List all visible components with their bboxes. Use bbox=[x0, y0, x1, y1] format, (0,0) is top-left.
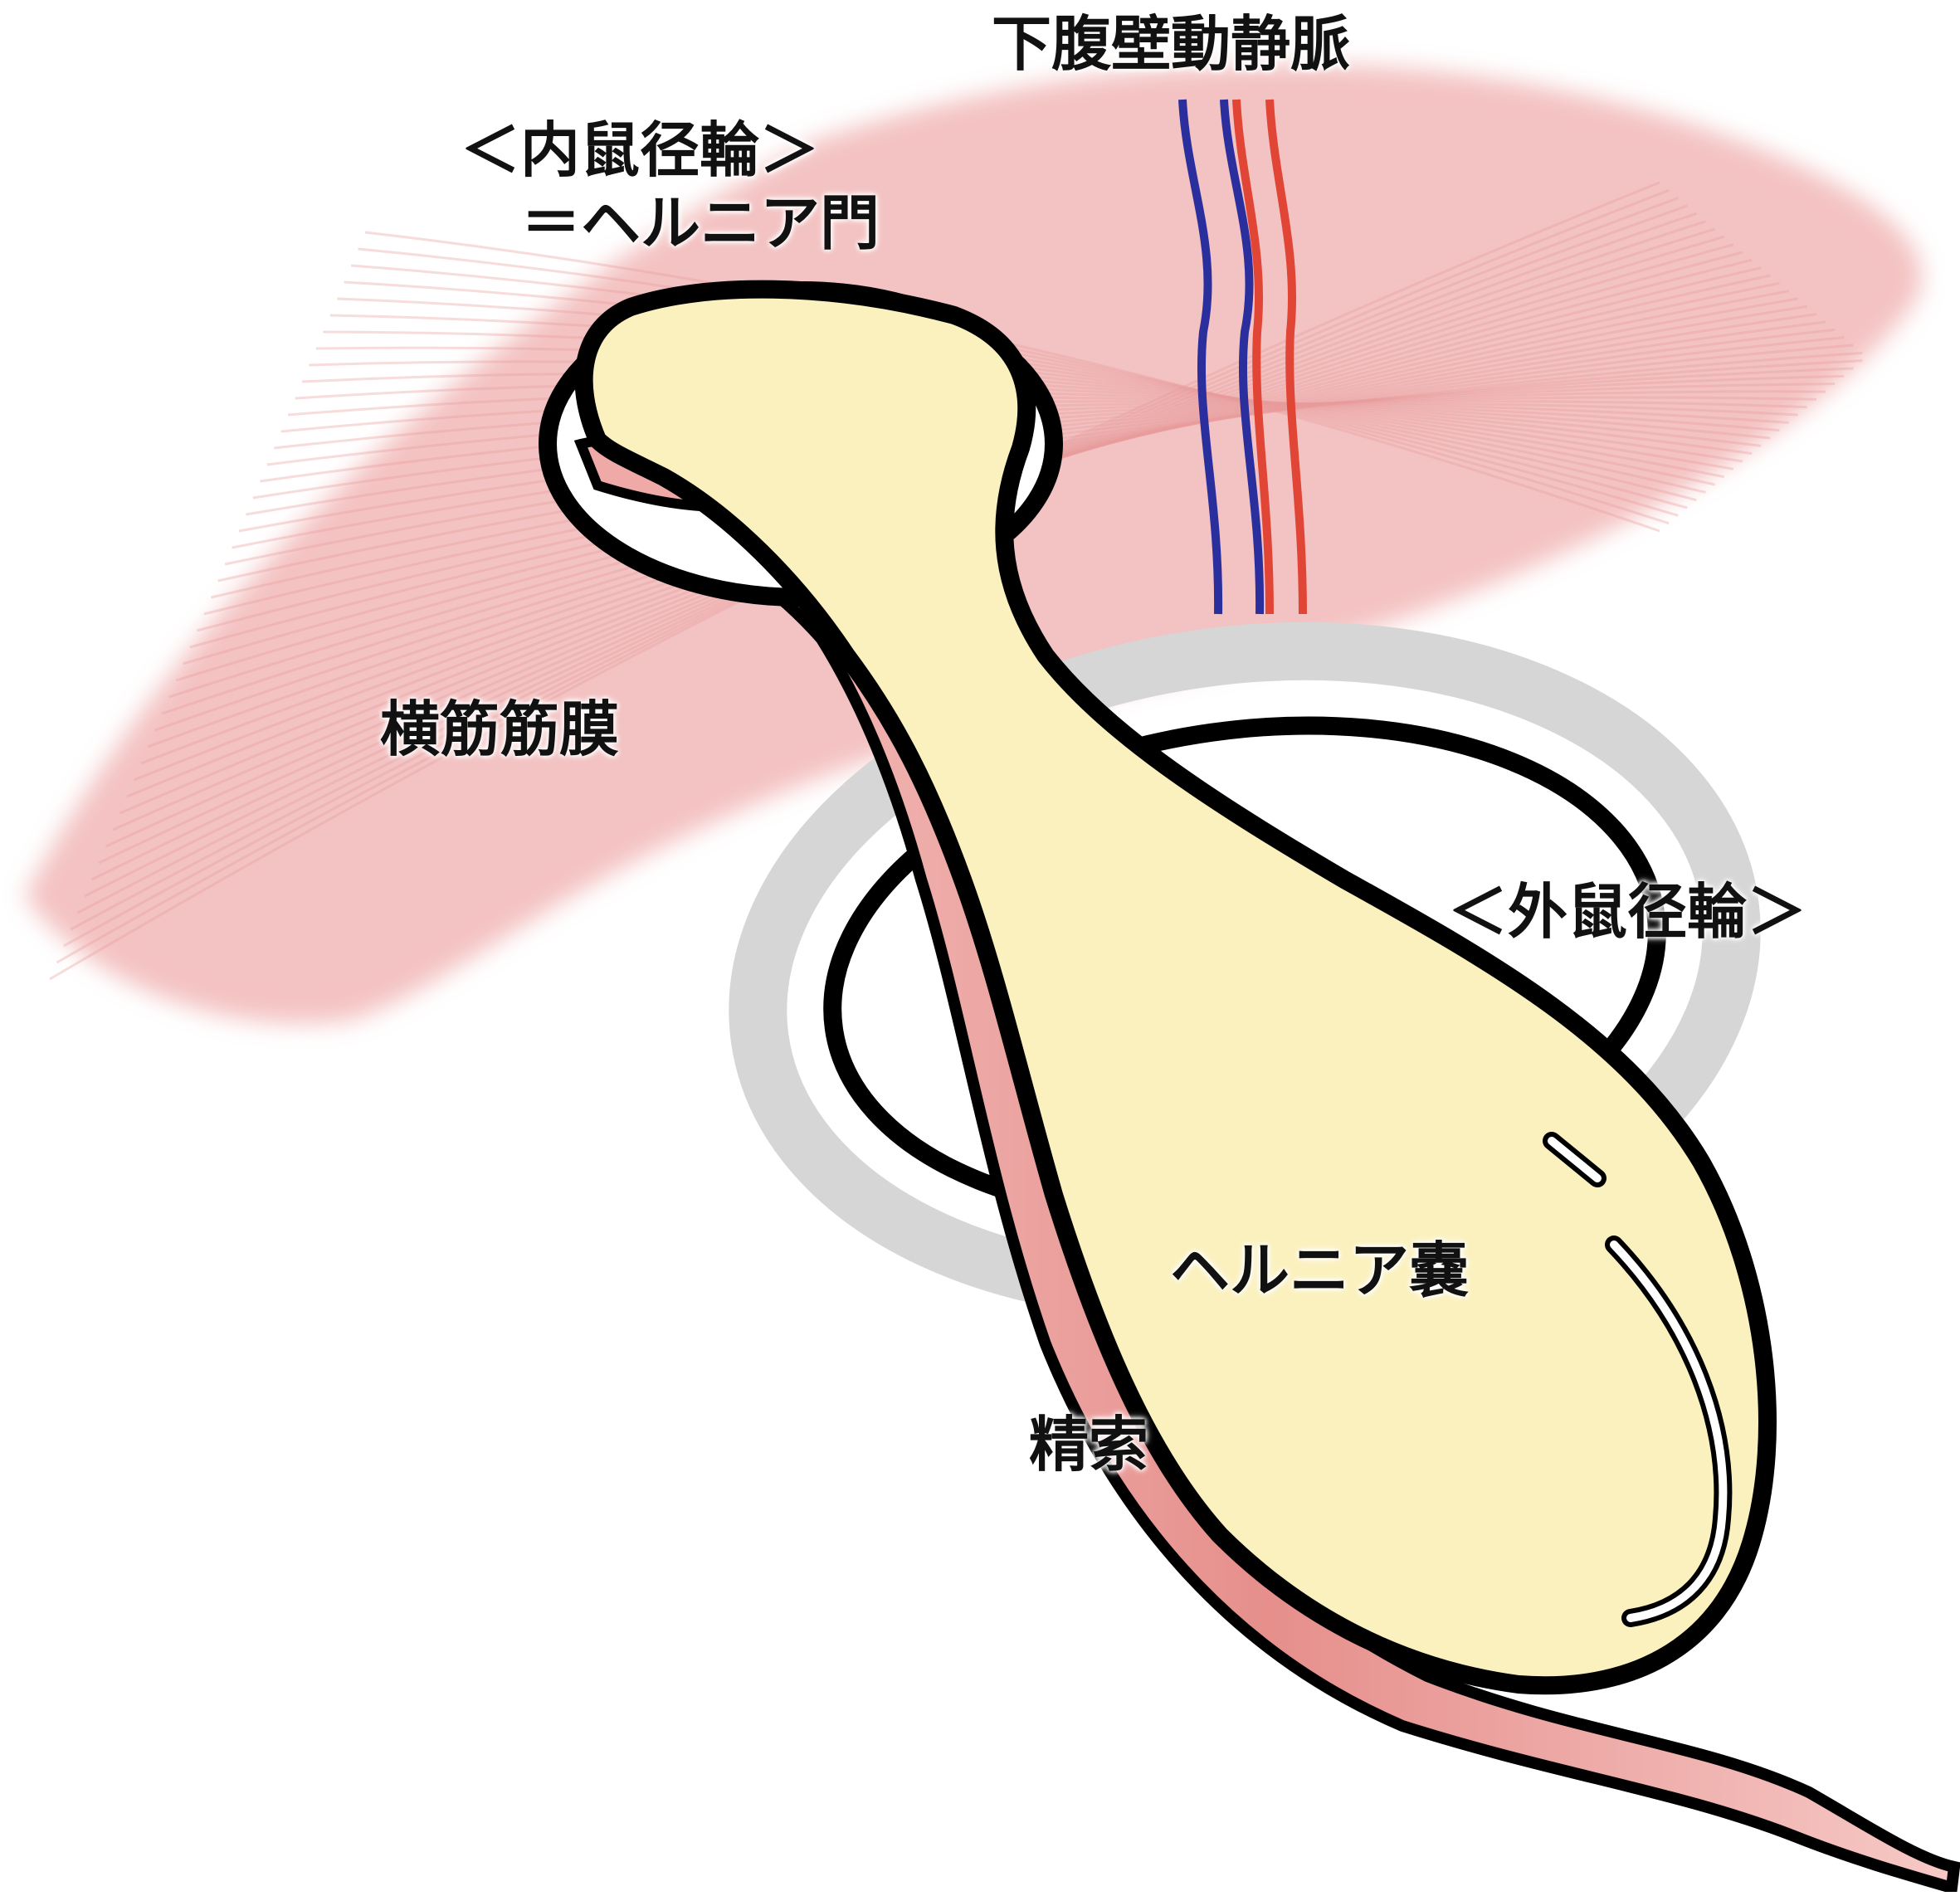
label-hernia-gate: ＝ヘルニア門 bbox=[521, 188, 880, 258]
hernia-sac bbox=[574, 280, 1777, 1695]
label-internal-ring: ＜内鼠径輪＞ bbox=[461, 115, 820, 185]
inferior-epigastric-vessels bbox=[1178, 99, 1307, 615]
label-inferior-epigastric-vessels: 下腹壁動静脈 bbox=[992, 9, 1351, 79]
hernia-sac-highlight-short-inner bbox=[1548, 1137, 1602, 1182]
vein-line-1 bbox=[1178, 99, 1223, 615]
hernia-sac-highlight-long-inner bbox=[1610, 1240, 1728, 1622]
label-spermatic-cord: 精索 bbox=[1029, 1410, 1149, 1479]
vein-line-2 bbox=[1220, 99, 1265, 615]
artery-line-1 bbox=[1232, 99, 1274, 615]
label-external-ring: ＜外鼠径輪＞ bbox=[1448, 877, 1807, 947]
label-transversalis-fascia: 横筋筋膜 bbox=[380, 695, 620, 764]
artery-line-2 bbox=[1265, 99, 1307, 615]
label-hernia-sac: ヘルニア嚢 bbox=[1170, 1236, 1470, 1305]
hernia-sac-body bbox=[574, 280, 1777, 1695]
